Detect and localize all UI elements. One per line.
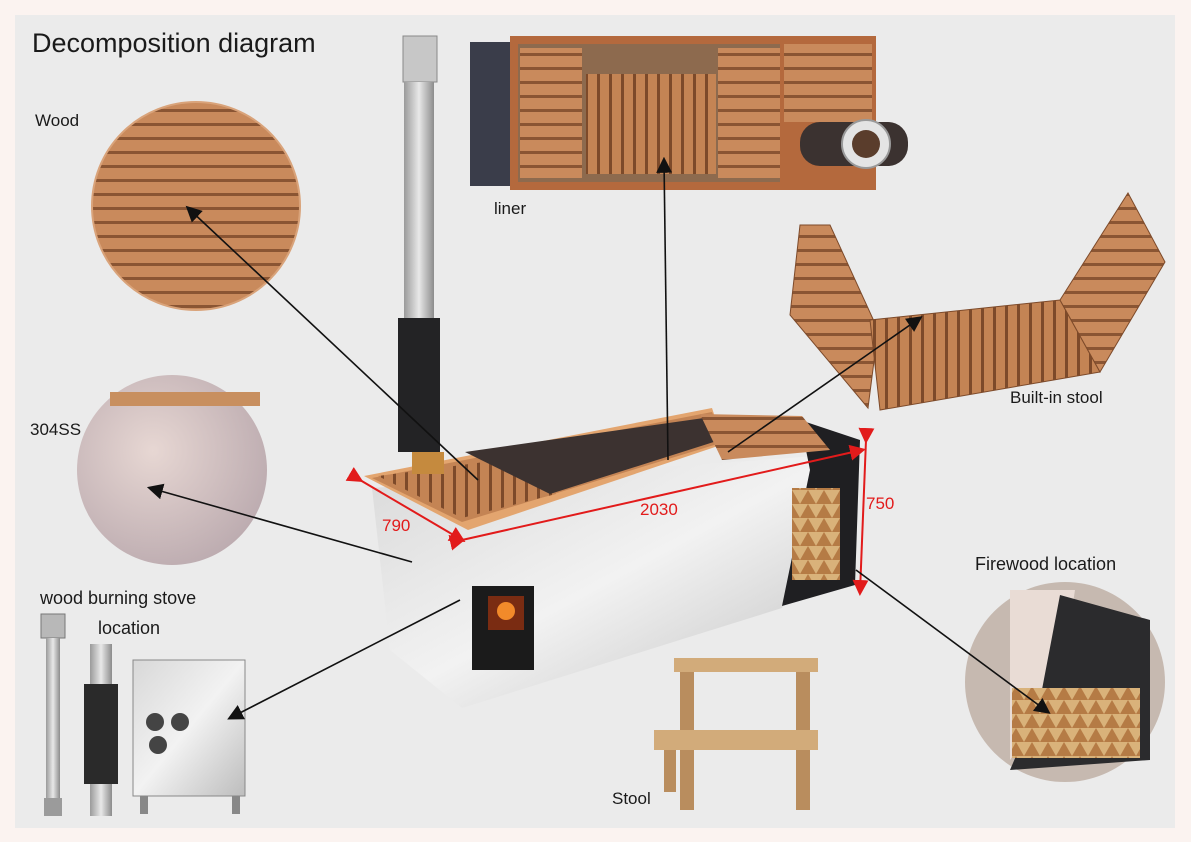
diagram-title: Decomposition diagram [32, 28, 316, 58]
height-dimension: 750 [866, 494, 895, 513]
built-in-stool-label: Built-in stool [1010, 388, 1103, 407]
stainless-label: 304SS [30, 420, 82, 439]
width-dimension: 790 [382, 516, 411, 535]
length-dimension: 2030 [640, 500, 678, 519]
dimension-lines [345, 427, 875, 596]
firewood-label: Firewood location [975, 554, 1117, 574]
stove-parts-image [40, 613, 246, 816]
callout-arrows [146, 156, 1051, 720]
stool-image [654, 658, 818, 810]
wood-detail-circle [91, 101, 301, 311]
stove-label-line2: location [98, 618, 161, 638]
built-in-stool-image [789, 192, 1166, 411]
firewood-detail-circle [965, 582, 1165, 782]
stainless-detail-circle [77, 375, 267, 565]
stool-label: Stool [612, 789, 651, 808]
wood-label: Wood [35, 111, 80, 130]
liner-label: liner [494, 199, 527, 218]
liner-image [470, 36, 908, 190]
stove-label-line1: wood burning stove [40, 588, 197, 608]
